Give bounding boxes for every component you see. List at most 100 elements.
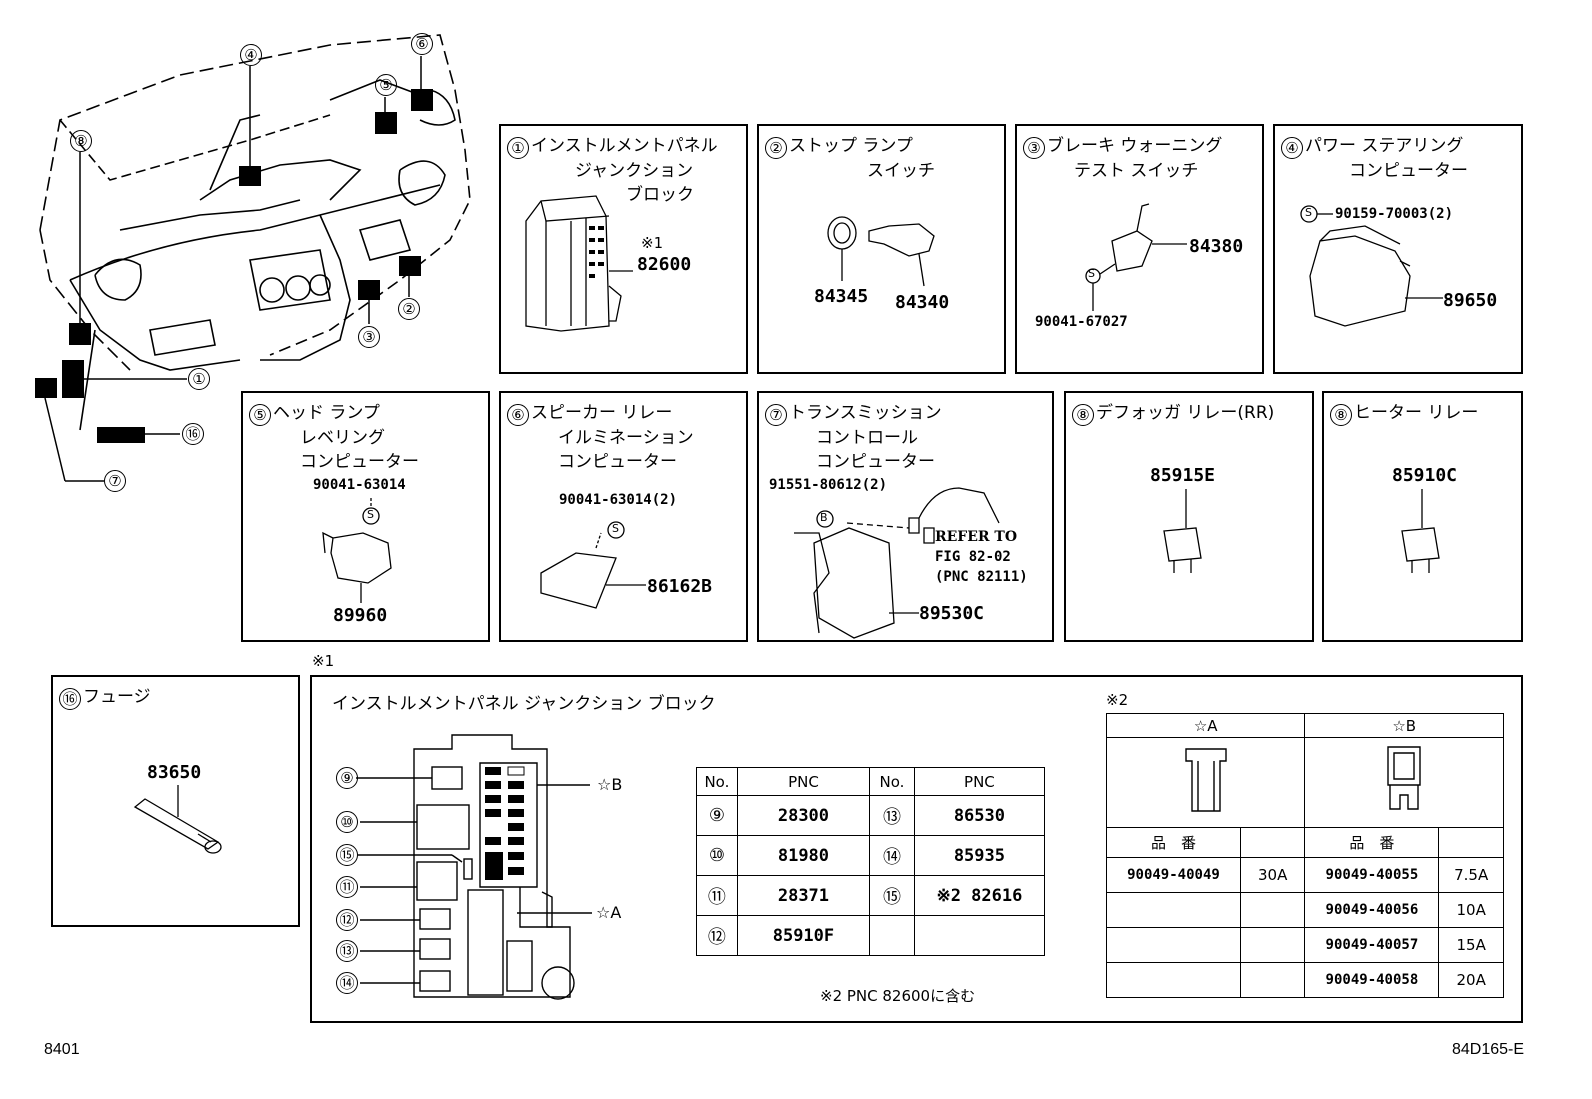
table-row: 90049-40049 30A 90049-40055 7.5A — [1106, 857, 1504, 893]
table-row: 90049-40057 15A — [1106, 927, 1504, 963]
box-title: パワー ステアリング コンピューター — [1305, 136, 1468, 181]
callout-5: ⑤ — [375, 74, 397, 96]
box-title: ヘッド ランプ レベリング コンピューター — [273, 403, 419, 472]
table-cell — [1106, 962, 1241, 998]
pnc-table: No. PNC No. PNC ⑨ 28300 ⑬ 86530 ⑩ 81980 … — [696, 767, 1046, 956]
callout-4: ④ — [240, 44, 262, 66]
s-mark-icon: S — [1088, 267, 1095, 280]
callout-6: ⑥ — [411, 33, 433, 55]
part-number-b: 89530C — [919, 603, 985, 624]
stop-lamp-switch-drawing — [827, 216, 935, 287]
part-number-b: 89960 — [333, 605, 388, 626]
table-cell: 90049-40056 — [1304, 892, 1440, 928]
callout-16: ⑯ — [182, 423, 204, 445]
part-number-b: 86162B — [647, 576, 713, 597]
reference-line-3: (PNC 82111) — [935, 569, 1028, 585]
table-header: 品 番 — [1304, 827, 1440, 858]
table-row: ⑫ 85910F — [696, 915, 1046, 956]
table-cell — [1106, 927, 1241, 963]
table-cell: 28300 — [736, 795, 871, 836]
junction-block-layout-drawing — [356, 734, 592, 1000]
fuse-table-mark: ※2 — [1106, 691, 1129, 709]
table-header: PNC — [736, 767, 871, 796]
junction-block-drawing — [525, 195, 633, 332]
callout-10: ⑩ — [336, 811, 358, 833]
table-row: ⑨ 28300 ⑬ 86530 — [696, 795, 1046, 836]
speaker-relay-drawing — [540, 521, 646, 609]
star-a-label: ☆A — [596, 903, 622, 922]
part-number-a: 84380 — [1189, 236, 1244, 257]
table-cell: ⑩ — [696, 835, 738, 876]
callout-11: ⑪ — [336, 876, 358, 898]
callout-7: ⑦ — [104, 470, 126, 492]
table-row: ⑩ 81980 ⑭ 85935 — [696, 835, 1046, 876]
table-cell: 30A — [1239, 857, 1306, 893]
callout-13: ⑬ — [336, 940, 358, 962]
table-cell: 86530 — [913, 795, 1046, 836]
callout-8: ⑧ — [70, 130, 92, 152]
table-cell: 20A — [1438, 962, 1504, 998]
table-cell: 85910F — [736, 915, 871, 956]
fuse-drawing — [133, 785, 222, 854]
part-number: 83650 — [147, 762, 202, 783]
part-number-b: 89650 — [1443, 290, 1498, 311]
callout-12: ⑫ — [336, 909, 358, 931]
reference-line-2: FIG 82-02 — [935, 549, 1011, 565]
headlamp-computer-drawing — [322, 498, 392, 603]
table-cell: 28371 — [736, 875, 871, 916]
box-title: トランスミッション コントロール コンピューター — [789, 403, 942, 472]
table-cell: 90049-40055 — [1304, 857, 1440, 893]
table-cell: 7.5A — [1438, 857, 1504, 893]
part-number-b: 84340 — [895, 292, 950, 313]
b-mark-icon: B — [820, 511, 828, 524]
callout-14: ⑭ — [336, 972, 358, 994]
table-row: 90049-40056 10A — [1106, 892, 1504, 928]
table-cell: ⑪ — [696, 875, 738, 916]
part-number: 85915E — [1150, 465, 1216, 486]
box-title: ブレーキ ウォーニング テスト スイッチ — [1047, 136, 1223, 181]
box-title: ヒーター リレー — [1354, 403, 1479, 423]
note-mark: ※1 — [641, 234, 663, 252]
callout-2: ② — [398, 298, 420, 320]
fuse-a-picture — [1105, 737, 1306, 828]
page-code: 8401 — [44, 1041, 80, 1058]
transmission-computer-drawing — [794, 487, 1000, 639]
callout-1: ① — [188, 368, 210, 390]
relay-drawing — [1401, 489, 1440, 573]
table-cell: ⑬ — [869, 795, 915, 836]
junction-block-detail: インストルメントパネル ジャンクション ブロック — [310, 675, 1523, 1023]
power-steering-computer-drawing — [1300, 205, 1443, 327]
part-number-a: 90041-63014 — [313, 477, 406, 493]
table-cell — [869, 915, 915, 956]
fuse-a-icon — [1185, 747, 1227, 812]
box-title: デフォッガ リレー(RR) — [1096, 403, 1275, 423]
table-row: 90049-40058 20A — [1106, 962, 1504, 998]
fuse-b-icon — [1387, 745, 1421, 810]
box-title: ストップ ランプ スイッチ — [789, 136, 935, 181]
table-cell: ⑫ — [696, 915, 738, 956]
box-number: ⑧ — [1330, 404, 1352, 426]
table-cell: 15A — [1438, 927, 1504, 963]
part-number-b: 90041-67027 — [1035, 314, 1128, 330]
table-cell — [1239, 962, 1306, 998]
table-cell — [1239, 892, 1306, 928]
table-cell — [1106, 892, 1241, 928]
box-title: フュージ — [83, 687, 151, 707]
part-number-a: 91551-80612(2) — [769, 477, 888, 493]
table-cell — [1239, 927, 1306, 963]
junction-title: インストルメントパネル ジャンクション ブロック — [332, 694, 716, 714]
part-number: 82600 — [637, 254, 692, 275]
part-number: 85910C — [1392, 465, 1458, 486]
figure-code: 84D165-E — [1452, 1041, 1525, 1058]
table-header: No. — [696, 767, 738, 796]
